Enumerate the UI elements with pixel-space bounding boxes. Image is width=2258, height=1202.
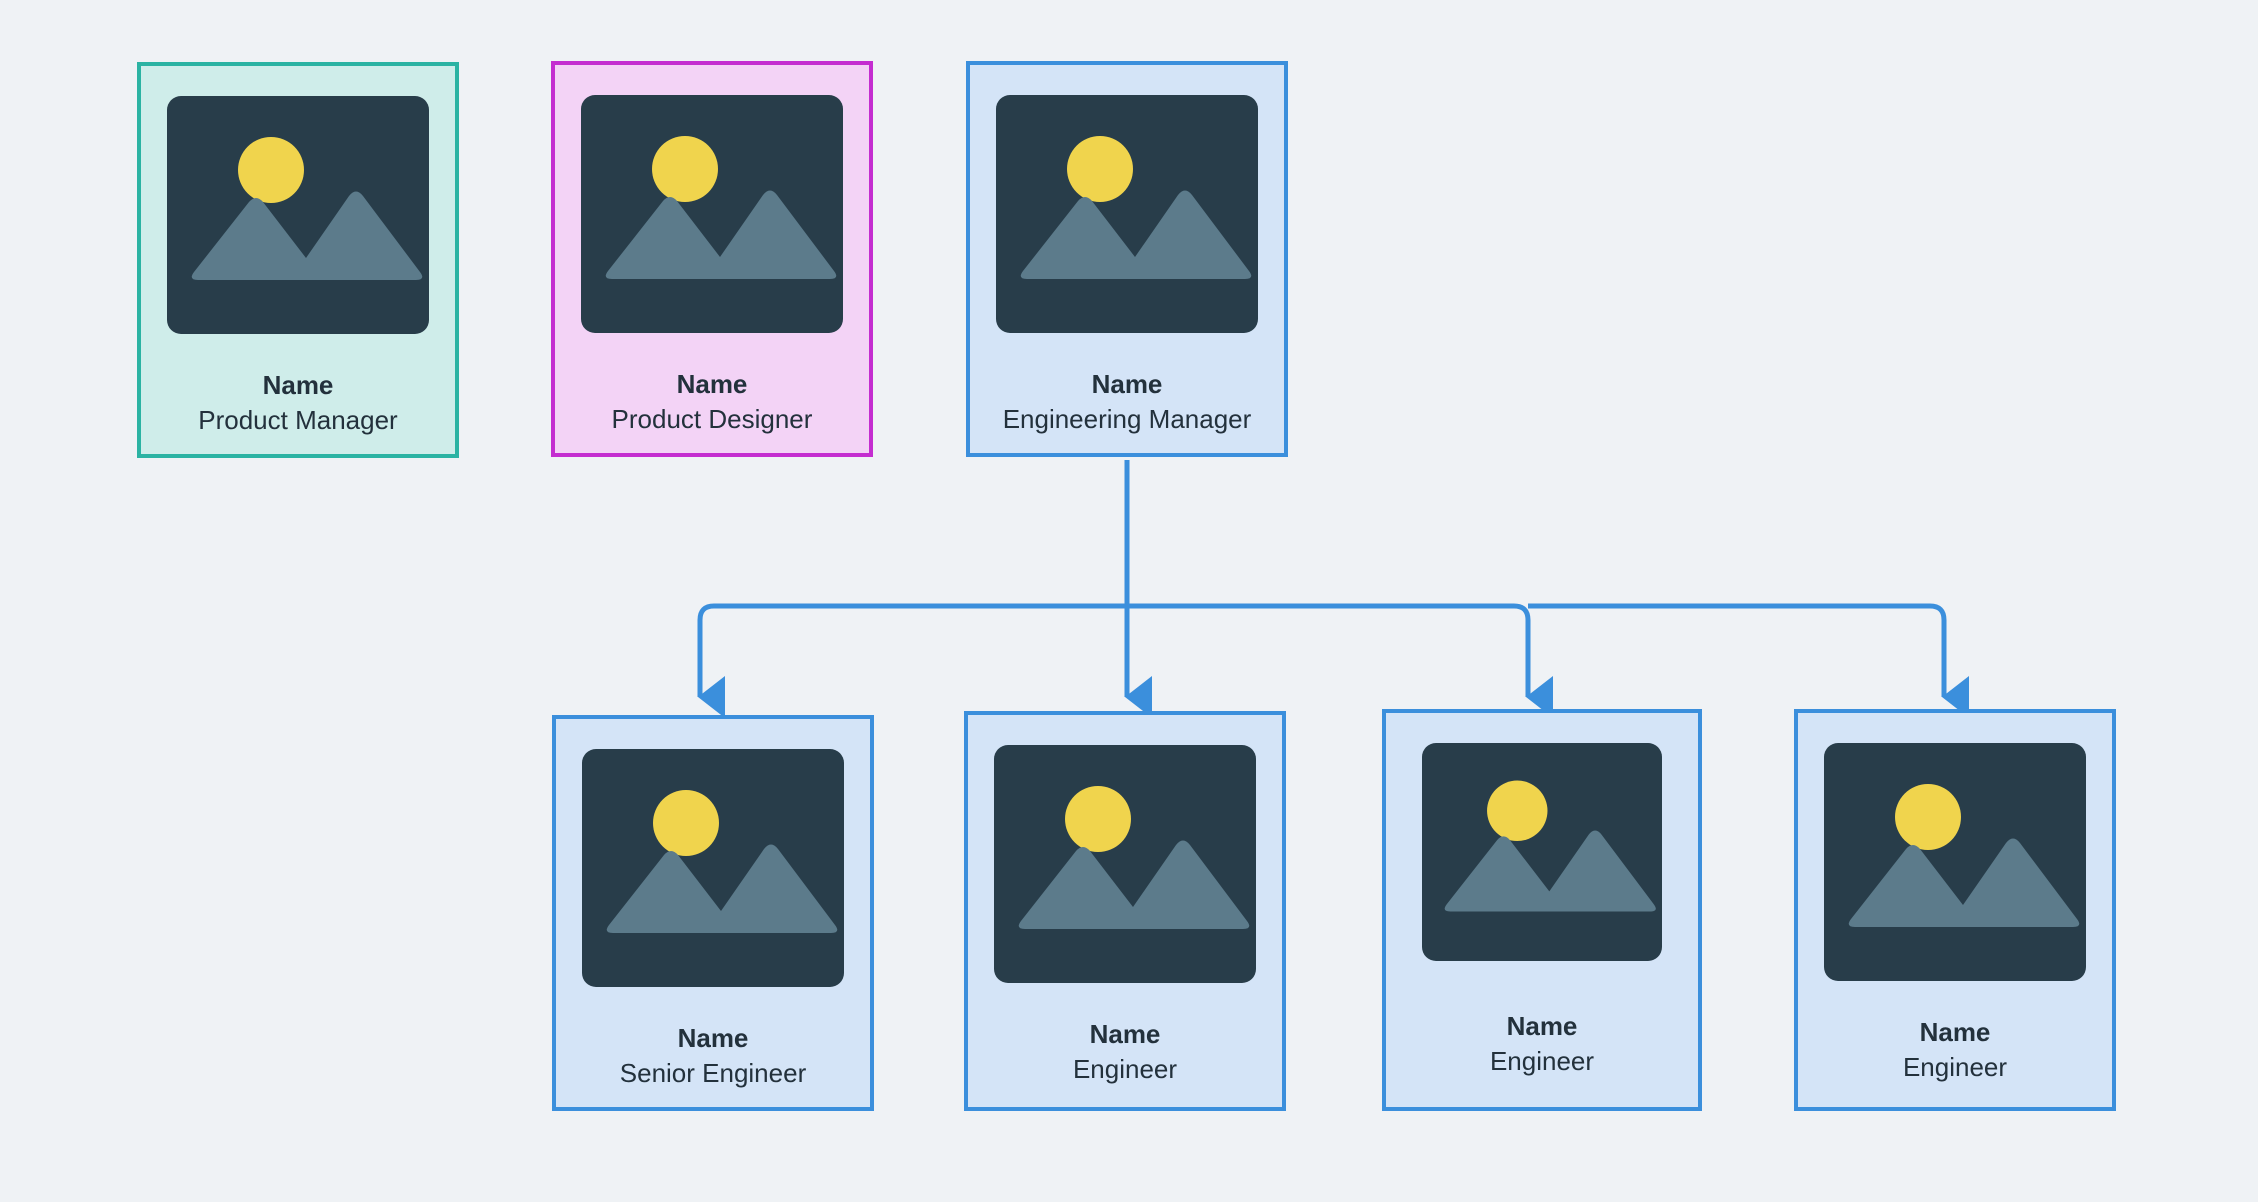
person-name: Name bbox=[1091, 369, 1163, 399]
card-label-group: Name Engineer bbox=[1073, 1017, 1177, 1086]
card-engineer-2[interactable]: Name Engineer bbox=[1382, 709, 1702, 1111]
mountains-icon bbox=[1444, 830, 1656, 912]
photo-artwork bbox=[1018, 786, 1250, 929]
card-engineer-1[interactable]: Name Engineer bbox=[964, 711, 1286, 1111]
person-role: Senior Engineer bbox=[619, 1057, 807, 1088]
card-label-group: Name Engineer bbox=[1490, 1009, 1594, 1078]
photo-artwork bbox=[606, 790, 838, 933]
sun-icon bbox=[1067, 136, 1133, 202]
image-placeholder-icon bbox=[1422, 743, 1662, 961]
card-product-manager[interactable]: Name Product Manager bbox=[137, 62, 459, 458]
mountains-icon bbox=[606, 844, 838, 933]
sun-icon bbox=[1895, 784, 1961, 850]
connector-to-engineer-3 bbox=[1528, 603, 1969, 718]
person-role: Engineering Manager bbox=[1002, 403, 1252, 434]
image-placeholder-icon bbox=[167, 96, 429, 334]
photo-artwork bbox=[605, 136, 837, 279]
mountains-icon bbox=[605, 190, 837, 279]
sun-icon bbox=[1487, 780, 1548, 842]
card-senior-engineer[interactable]: Name Senior Engineer bbox=[552, 715, 874, 1111]
person-name: Name bbox=[1506, 1011, 1578, 1041]
image-placeholder-icon bbox=[994, 745, 1256, 983]
connector-to-engineer-2 bbox=[1127, 603, 1553, 718]
image-placeholder-icon bbox=[581, 95, 843, 333]
person-role: Product Manager bbox=[198, 404, 398, 435]
sun-icon bbox=[653, 790, 719, 856]
photo-artwork bbox=[1848, 784, 2080, 927]
person-name: Name bbox=[1089, 1019, 1161, 1049]
sun-icon bbox=[652, 136, 718, 202]
person-name: Name bbox=[262, 370, 334, 400]
image-placeholder-icon bbox=[1824, 743, 2086, 981]
card-engineering-manager[interactable]: Name Engineering Manager bbox=[966, 61, 1288, 457]
mountains-icon bbox=[1018, 840, 1250, 929]
person-role: Engineer bbox=[1489, 1045, 1595, 1076]
mountains-icon bbox=[1848, 838, 2080, 927]
card-label-group: Name Product Manager bbox=[198, 368, 397, 437]
card-label-group: Name Engineering Manager bbox=[1003, 367, 1252, 436]
photo-artwork bbox=[191, 137, 423, 280]
card-label-group: Name Senior Engineer bbox=[620, 1021, 806, 1090]
photo-artwork bbox=[1020, 136, 1252, 279]
person-role: Engineer bbox=[1902, 1051, 2008, 1082]
mountains-icon bbox=[1020, 190, 1252, 279]
sun-icon bbox=[238, 137, 304, 203]
sun-icon bbox=[1065, 786, 1131, 852]
person-name: Name bbox=[676, 369, 748, 399]
card-label-group: Name Engineer bbox=[1903, 1015, 2007, 1084]
image-placeholder-icon bbox=[582, 749, 844, 987]
image-placeholder-icon bbox=[996, 95, 1258, 333]
person-role: Product Designer bbox=[611, 403, 813, 434]
person-name: Name bbox=[1919, 1017, 1991, 1047]
card-label-group: Name Product Designer bbox=[612, 367, 813, 436]
person-role: Engineer bbox=[1072, 1053, 1178, 1084]
card-engineer-3[interactable]: Name Engineer bbox=[1794, 709, 2116, 1111]
mountains-icon bbox=[191, 191, 423, 280]
card-product-designer[interactable]: Name Product Designer bbox=[551, 61, 873, 457]
connector-to-senior-engineer bbox=[697, 603, 1127, 718]
photo-artwork bbox=[1444, 780, 1656, 912]
person-name: Name bbox=[677, 1023, 749, 1053]
